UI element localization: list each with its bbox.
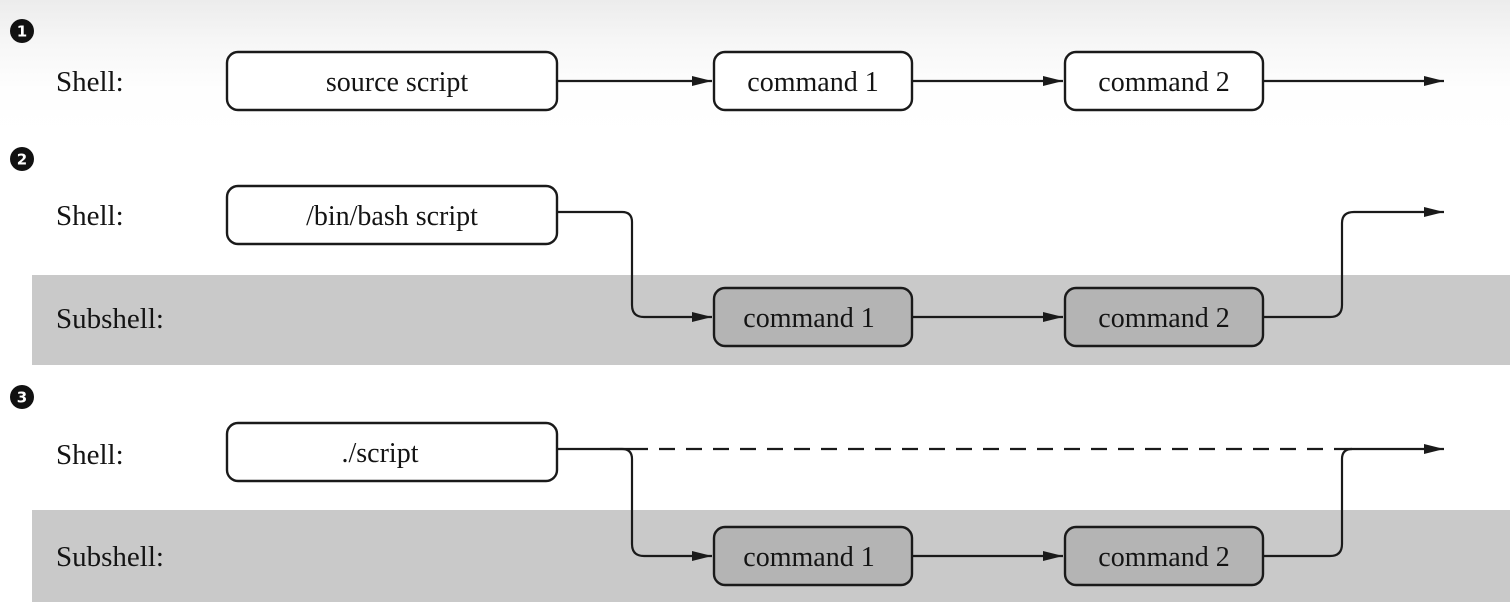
scenario-2-command-2-label: command 2	[1098, 303, 1229, 334]
scenario-2-number-badge	[10, 147, 34, 171]
scenario-1-command-1-label: command 1	[747, 67, 878, 98]
scenario-2-shell-label: Shell:	[56, 200, 124, 232]
scenario-2-command-1-label: command 1	[743, 303, 874, 334]
scenario-3-arrow-into-subshell	[610, 447, 712, 561]
scenario-1-command-2-label: command 2	[1098, 67, 1229, 98]
scenario-3-number: 3	[17, 389, 27, 407]
scenario-3-command-2-label: command 2	[1098, 542, 1229, 573]
scenario-1-shell-label: Shell:	[56, 66, 124, 98]
bin-bash-script-box	[225, 184, 559, 246]
scenario-1-number: 1	[17, 23, 27, 41]
scenario-2-arrow-into-subshell	[557, 210, 712, 322]
bin-bash-script-box-label: /bin/bash script	[306, 201, 478, 232]
scenario-1-number-badge	[10, 19, 34, 43]
scenario-3-number-badge	[10, 385, 34, 409]
scenario-3-arrow-back-to-shell	[1263, 447, 1353, 558]
scenario-2-subshell-label: Subshell:	[56, 303, 164, 335]
scenario-1: 1 Shell: source script command 1 command…	[10, 19, 1444, 112]
scenario-3-shell-label: Shell:	[56, 439, 124, 471]
scenario-3: 3 Shell: Subshell: ./script command 1 co…	[10, 385, 1444, 587]
scenario-2-arrow-back-to-shell	[1263, 207, 1444, 319]
scenario-2-number: 2	[17, 151, 27, 169]
scenario-2: 2 Shell: Subshell: /bin/bash script comm…	[10, 147, 1444, 348]
scenario-3-command-1-label: command 1	[743, 542, 874, 573]
dot-slash-script-box	[225, 421, 559, 483]
scenario-3-subshell-label: Subshell:	[56, 541, 164, 573]
dot-slash-script-box-label: ./script	[342, 438, 419, 469]
source-script-box-label: source script	[326, 67, 469, 98]
